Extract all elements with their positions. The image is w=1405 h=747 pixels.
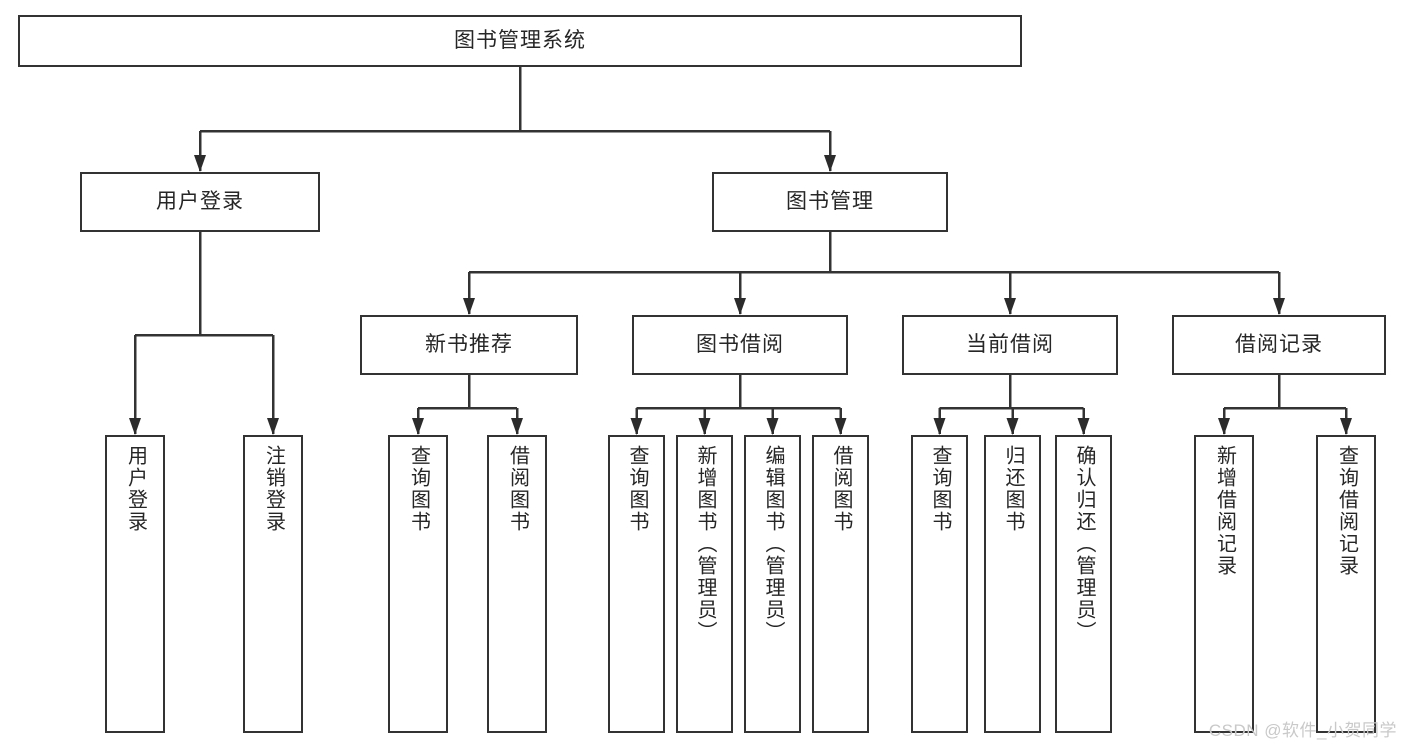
node-leaf-confirm-return[interactable]: 确认归还（管理员）	[1055, 435, 1112, 733]
node-label: 当前借阅	[966, 333, 1054, 357]
node-label: 编辑图书（管理员）	[762, 445, 784, 643]
node-label: 新增借阅记录	[1213, 445, 1236, 577]
node-user-login[interactable]: 用户登录	[80, 172, 320, 232]
node-label: 确认归还（管理员）	[1073, 445, 1095, 643]
node-label: 图书借阅	[696, 333, 784, 357]
node-label: 新增图书（管理员）	[694, 445, 716, 643]
node-leaf-borrow-book-1[interactable]: 借阅图书	[487, 435, 547, 733]
node-leaf-add-book[interactable]: 新增图书（管理员）	[676, 435, 733, 733]
node-label: 借阅图书	[506, 445, 529, 533]
node-leaf-query-book-3[interactable]: 查询图书	[911, 435, 968, 733]
node-leaf-query-book-2[interactable]: 查询图书	[608, 435, 665, 733]
node-leaf-logout[interactable]: 注销登录	[243, 435, 303, 733]
node-borrow-record[interactable]: 借阅记录	[1172, 315, 1386, 375]
node-leaf-query-book-1[interactable]: 查询图书	[388, 435, 448, 733]
node-leaf-edit-book[interactable]: 编辑图书（管理员）	[744, 435, 801, 733]
node-label: 借阅记录	[1235, 333, 1323, 357]
node-label: 新书推荐	[425, 333, 513, 357]
node-label: 图书管理系统	[454, 29, 586, 53]
node-label: 查询借阅记录	[1335, 445, 1358, 577]
node-leaf-query-record[interactable]: 查询借阅记录	[1316, 435, 1376, 733]
node-label: 借阅图书	[830, 445, 852, 533]
node-book-manage[interactable]: 图书管理	[712, 172, 948, 232]
node-book-borrow[interactable]: 图书借阅	[632, 315, 848, 375]
node-leaf-add-record[interactable]: 新增借阅记录	[1194, 435, 1254, 733]
node-label: 查询图书	[626, 445, 648, 533]
node-label: 注销登录	[262, 445, 285, 533]
node-new-book-rec[interactable]: 新书推荐	[360, 315, 578, 375]
node-current-borrow[interactable]: 当前借阅	[902, 315, 1118, 375]
node-label: 用户登录	[156, 190, 244, 214]
node-leaf-return-book[interactable]: 归还图书	[984, 435, 1041, 733]
node-label: 归还图书	[1002, 445, 1024, 533]
node-label: 查询图书	[407, 445, 430, 533]
node-leaf-user-login[interactable]: 用户登录	[105, 435, 165, 733]
node-label: 用户登录	[124, 445, 147, 533]
node-label: 查询图书	[929, 445, 951, 533]
node-leaf-borrow-book-2[interactable]: 借阅图书	[812, 435, 869, 733]
node-label: 图书管理	[786, 190, 874, 214]
node-root[interactable]: 图书管理系统	[18, 15, 1022, 67]
